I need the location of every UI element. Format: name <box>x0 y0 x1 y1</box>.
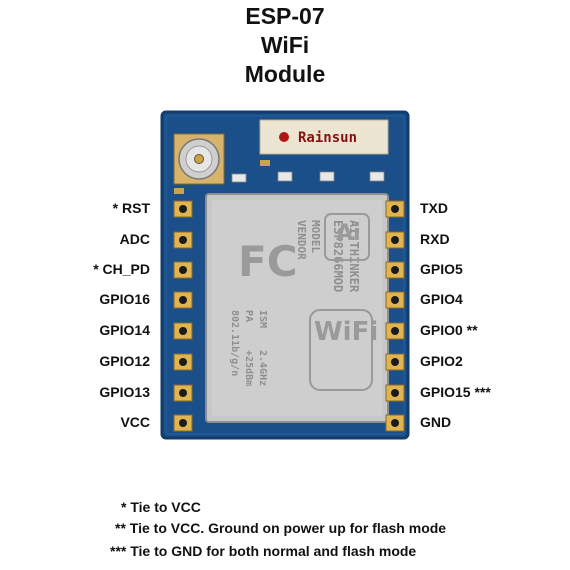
pin-label-ch-pd: * CH_PD <box>93 261 150 277</box>
pad <box>385 200 405 218</box>
pad <box>385 322 405 340</box>
shield-power: +25dBm <box>243 350 254 386</box>
title-line-2: WiFi <box>260 32 310 58</box>
ai-mark: Ai <box>336 221 361 246</box>
brand-name: Rainsun <box>298 130 357 146</box>
pad <box>173 291 193 309</box>
shield-pa: PA <box>243 310 254 322</box>
pin-label-gpio2: GPIO2 <box>420 353 463 369</box>
pad <box>385 261 405 279</box>
shield-model-label: MODEL <box>309 220 322 253</box>
fc-mark: FC <box>238 237 298 286</box>
pin-label-gpio15: GPIO15 *** <box>420 384 491 400</box>
footnote-3: *** Tie to GND for both normal and flash… <box>110 543 417 559</box>
pad <box>173 231 193 249</box>
pin-label-txd: TXD <box>420 200 448 216</box>
wifi-mark: WiFi <box>314 317 378 347</box>
pin-label-gpio13: GPIO13 <box>99 384 150 400</box>
pin-label-vcc: VCC <box>120 414 150 430</box>
pad <box>173 353 193 371</box>
pad <box>173 322 193 340</box>
shield-std: 802.11b/g/n <box>229 310 240 376</box>
pad <box>173 384 193 402</box>
title-line-1: ESP-07 <box>245 3 325 29</box>
pad <box>385 353 405 371</box>
shield-model-value: ESP8266MOD <box>331 220 345 292</box>
pad <box>385 384 405 402</box>
rf-shield <box>205 193 389 423</box>
brand-label: Rainsun <box>259 119 389 155</box>
footnote-1: * Tie to VCC <box>121 499 201 515</box>
pad <box>385 414 405 432</box>
pin-label-rst: * RST <box>112 200 150 216</box>
pin-label-gnd: GND <box>420 414 452 430</box>
right-pads <box>385 200 405 432</box>
pad <box>385 291 405 309</box>
pad <box>173 200 193 218</box>
esp07-board: Rainsun FC AI-THINKER ESP8266MOD MODEL V… <box>160 110 410 440</box>
pad <box>173 414 193 432</box>
pin-label-gpio0: GPIO0 ** <box>420 322 478 338</box>
shield-vendor-value: AI-THINKER <box>347 220 361 293</box>
shield-freq: 2.4GHz <box>257 350 268 386</box>
pin-label-adc: ADC <box>119 231 150 247</box>
footnote-2: ** Tie to VCC. Ground on power up for fl… <box>115 520 447 536</box>
shield-vendor-label: VENDOR <box>295 220 308 260</box>
pin-label-gpio14: GPIO14 <box>99 322 150 338</box>
pin-label-gpio16: GPIO16 <box>99 291 150 307</box>
pin-label-gpio4: GPIO4 <box>420 291 463 307</box>
pad <box>385 231 405 249</box>
pin-label-gpio5: GPIO5 <box>420 261 463 277</box>
left-pads <box>173 200 193 432</box>
title-line-3: Module <box>244 61 326 87</box>
pad <box>173 261 193 279</box>
pin-label-rxd: RXD <box>420 231 450 247</box>
antenna-connector <box>173 133 225 185</box>
pin-label-gpio12: GPIO12 <box>99 353 150 369</box>
shield-ism: ISM <box>257 310 268 328</box>
